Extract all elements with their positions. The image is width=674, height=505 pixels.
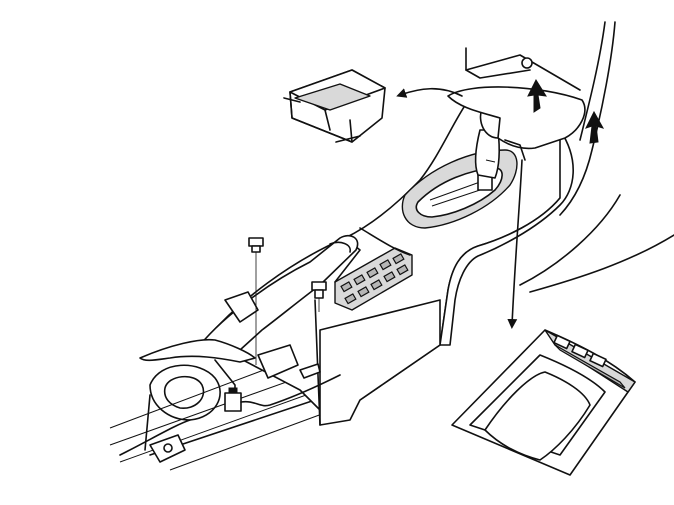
tray-icon <box>283 69 386 143</box>
screw-icon <box>248 237 327 365</box>
bezel-icon <box>451 329 636 476</box>
trim-panel-installed <box>447 86 586 161</box>
dashboard-side-panel <box>465 21 674 293</box>
bolt-head <box>521 57 533 69</box>
removal-arrow-trim <box>507 159 523 329</box>
removal-arrow-box <box>396 87 463 98</box>
switch-buttons <box>340 253 409 305</box>
handbrake-bracket <box>119 344 341 463</box>
arrow-icon <box>527 78 605 144</box>
handbrake-lever <box>139 234 359 363</box>
